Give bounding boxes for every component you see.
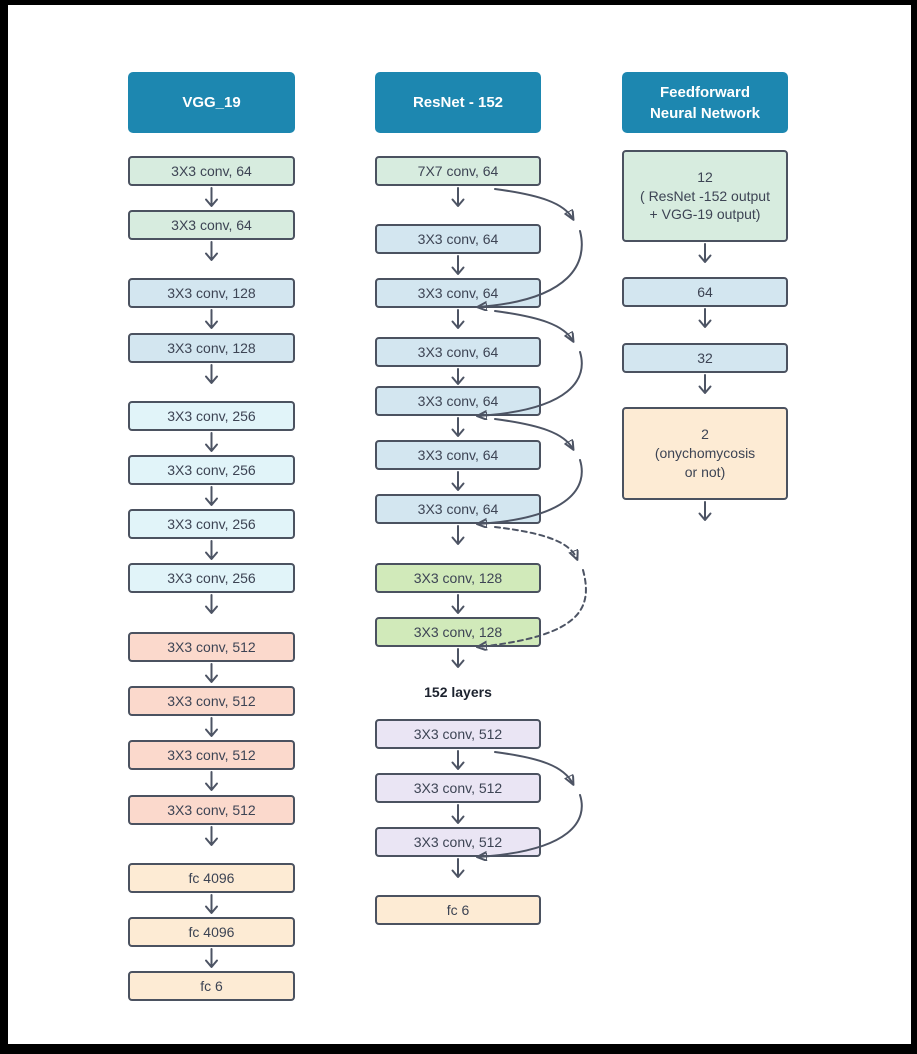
vgg-layer-box: fc 4096 [128,863,295,893]
resnet-header: ResNet - 152 [375,72,541,133]
vgg-layer-box: 3X3 conv, 512 [128,632,295,662]
resnet-layer-box: 3X3 conv, 64 [375,494,541,524]
ffn-layer-box: 32 [622,343,788,373]
vgg-layer-box: 3X3 conv, 256 [128,509,295,539]
vgg-layer-box: 3X3 conv, 512 [128,686,295,716]
resnet-layer-box: 7X7 conv, 64 [375,156,541,186]
resnet-note: 152 layers [424,684,492,700]
ffn-layer-box: 2 (onychomycosis or not) [622,407,788,500]
vgg-header: VGG_19 [128,72,295,133]
resnet-layer-box: 3X3 conv, 64 [375,224,541,254]
ffn-header: Feedforward Neural Network [622,72,788,133]
vgg-layer-box: 3X3 conv, 128 [128,278,295,308]
vgg-layer-box: fc 6 [128,971,295,1001]
ffn-layer-box: 64 [622,277,788,307]
vgg-layer-box: 3X3 conv, 64 [128,156,295,186]
vgg-layer-box: 3X3 conv, 256 [128,563,295,593]
resnet-layer-box: 3X3 conv, 512 [375,773,541,803]
vgg-layer-box: 3X3 conv, 512 [128,740,295,770]
ffn-layer-box: 12 ( ResNet -152 output + VGG-19 output) [622,150,788,242]
resnet-layer-box: 3X3 conv, 64 [375,278,541,308]
vgg-layer-box: 3X3 conv, 64 [128,210,295,240]
resnet-layer-box: 3X3 conv, 64 [375,440,541,470]
vgg-layer-box: 3X3 conv, 128 [128,333,295,363]
vgg-layer-box: fc 4096 [128,917,295,947]
resnet-layer-box: 3X3 conv, 512 [375,827,541,857]
resnet-layer-box: 3X3 conv, 512 [375,719,541,749]
resnet-layer-box: 3X3 conv, 64 [375,386,541,416]
vgg-layer-box: 3X3 conv, 256 [128,455,295,485]
resnet-layer-box: 3X3 conv, 128 [375,617,541,647]
vgg-layer-box: 3X3 conv, 512 [128,795,295,825]
vgg-layer-box: 3X3 conv, 256 [128,401,295,431]
resnet-layer-box: fc 6 [375,895,541,925]
resnet-layer-box: 3X3 conv, 128 [375,563,541,593]
resnet-layer-box: 3X3 conv, 64 [375,337,541,367]
